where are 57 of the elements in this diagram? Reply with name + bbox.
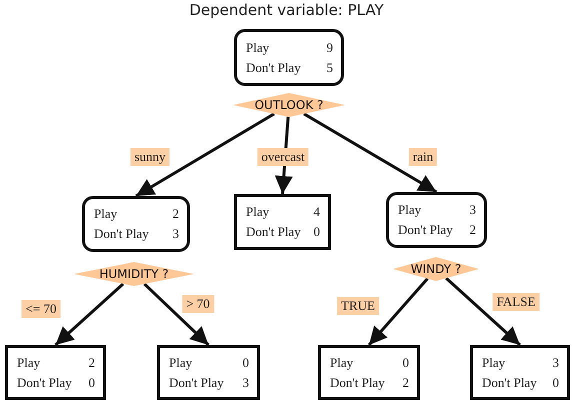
edge-label: FALSE [492, 293, 540, 311]
arrow [303, 112, 438, 194]
count-value: 9 [326, 40, 333, 56]
count-value: 0 [552, 374, 559, 390]
count-value: 0 [88, 374, 95, 390]
node-box [234, 29, 344, 86]
class-label: Don't Play [246, 224, 302, 240]
arrow [135, 112, 275, 198]
edge-label: TRUE [337, 297, 379, 315]
edge-label: rain [408, 148, 438, 166]
arrow [368, 278, 429, 346]
node-box [157, 345, 260, 400]
class-label: Play [482, 354, 506, 370]
count-value: 3 [470, 202, 476, 218]
node-box [5, 345, 106, 400]
class-label: Don't Play [246, 60, 302, 76]
node-box [82, 196, 190, 252]
count-value: 0 [242, 354, 249, 370]
edge-label: <= 70 [22, 300, 60, 318]
class-label: Don't Play [398, 222, 454, 238]
arrow [445, 277, 521, 346]
edge-label: > 70 [182, 295, 214, 313]
count-value: 3 [172, 226, 179, 242]
edge-label: sunny [130, 148, 170, 166]
class-label: Play [169, 354, 194, 370]
node-box [234, 194, 331, 250]
count-value: 2 [470, 222, 476, 238]
decision-label: HUMIDITY ? [99, 267, 169, 281]
count-value: 2 [402, 374, 409, 390]
class-label: Play [246, 40, 270, 56]
class-label: Play [398, 202, 422, 218]
count-value: 3 [552, 354, 559, 370]
edge-label: overcast [257, 148, 309, 166]
count-value: 4 [314, 204, 320, 220]
count-value: 2 [88, 354, 95, 370]
decision-label: OUTLOOK ? [254, 98, 324, 112]
class-label: Play [246, 204, 270, 220]
class-label: Don't Play [94, 226, 150, 242]
count-value: 0 [402, 354, 409, 370]
title: Dependent variable: PLAY [188, 1, 385, 19]
class-label: Play [17, 354, 42, 370]
node-box [318, 345, 420, 400]
count-value: 2 [172, 206, 179, 222]
class-label: Don't Play [169, 374, 225, 390]
node-box [386, 192, 487, 248]
class-label: Play [94, 206, 118, 222]
class-label: Don't Play [482, 374, 538, 390]
node-box [470, 345, 570, 400]
class-label: Play [330, 354, 354, 370]
decision-label: WINDY ? [410, 262, 462, 276]
count-value: 5 [326, 60, 333, 76]
count-value: 3 [242, 374, 249, 390]
count-value: 0 [314, 224, 320, 240]
class-label: Don't Play [330, 374, 386, 390]
class-label: Don't Play [17, 374, 73, 390]
arrow [143, 282, 210, 346]
arrow [54, 282, 124, 346]
